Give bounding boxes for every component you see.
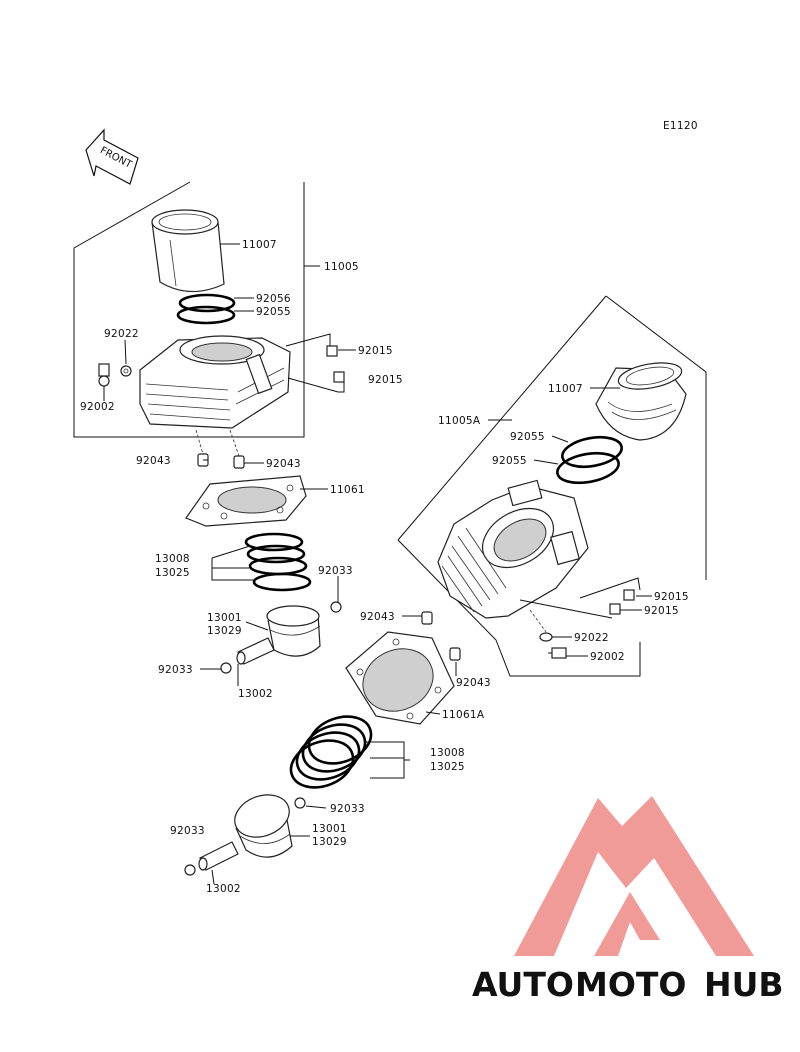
piston-rings-front: [289, 715, 373, 789]
label-92015-front-2: 92015: [644, 605, 679, 617]
label-13025-front: 13025: [430, 761, 465, 773]
label-92033-front-2: 92033: [170, 825, 205, 837]
label-92015-rear-2: 92015: [368, 374, 403, 386]
label-92043-rear-2: 92043: [266, 458, 301, 470]
brand-hub: HUB: [704, 965, 784, 1004]
brand-auto: AUTO: [472, 965, 574, 1004]
label-13008-rear: 13008: [155, 553, 190, 565]
bolt-front: [548, 647, 567, 659]
label-13002-front: 13002: [206, 883, 241, 895]
label-92043-front-1: 92043: [360, 611, 395, 623]
label-11061: 11061: [330, 484, 365, 496]
piston-front: [234, 794, 293, 858]
base-gasket-front: [345, 631, 455, 725]
label-92056: 92056: [256, 293, 291, 305]
label-92055-front-1: 92055: [510, 431, 545, 443]
label-13002-rear: 13002: [238, 688, 273, 700]
label-13001-rear: 13001: [207, 612, 242, 624]
label-13001-front: 13001: [312, 823, 347, 835]
plug-front-1: [623, 589, 635, 601]
plug-rear-1: [326, 345, 338, 357]
label-92033-rear-2: 92033: [158, 664, 193, 676]
label-92043-rear-1: 92043: [136, 455, 171, 467]
plug-rear-2: [333, 371, 345, 383]
base-gasket-rear: [185, 475, 307, 527]
label-92055-front-2: 92055: [492, 455, 527, 467]
label-13029-front: 13029: [312, 836, 347, 848]
brand-moto: MOTO: [575, 965, 686, 1004]
label-11007-front: 11007: [548, 383, 583, 395]
piston-rear: [266, 605, 321, 657]
label-11005A: 11005A: [438, 415, 481, 427]
circlip-rear-1: [330, 601, 342, 613]
dowel-pin-rear-2: [233, 455, 245, 469]
cylinder-liner-front: [595, 362, 687, 441]
label-92043-front-2: 92043: [456, 677, 491, 689]
cylinder-block-rear: [139, 335, 291, 429]
dowel-pin-front-2: [449, 647, 461, 661]
front-arrow-icon: FRONT: [85, 128, 139, 185]
washer-front: [539, 632, 553, 642]
label-13025-rear: 13025: [155, 567, 190, 579]
piston-rings-rear: [244, 532, 312, 592]
label-13008-front: 13008: [430, 747, 465, 759]
leader-lines: [103, 243, 652, 885]
diagram-code: E1120: [663, 120, 698, 132]
label-13029-rear: 13029: [207, 625, 242, 637]
circlip-front-2: [184, 864, 196, 876]
label-92033-rear-1: 92033: [318, 565, 353, 577]
label-92015-front-1: 92015: [654, 591, 689, 603]
rear-cylinder-group-outline: [73, 181, 320, 438]
circlip-rear-2: [220, 662, 232, 674]
brand-wordmark: AUTO MOTO HUB: [472, 965, 784, 1004]
label-92022-rear: 92022: [104, 328, 139, 340]
label-92022-front: 92022: [574, 632, 609, 644]
cylinder-liner-rear: [151, 209, 225, 293]
plug-front-2: [609, 603, 621, 615]
label-92055-rear: 92055: [256, 306, 291, 318]
o-rings-front: [556, 435, 623, 485]
part-labels: 11007 11005 92056 92055 92022 92002 9201…: [80, 239, 689, 895]
label-92033-front-1: 92033: [330, 803, 365, 815]
cylinder-block-front: [437, 479, 589, 619]
bolt-rear: [98, 363, 110, 398]
front-cylinder-group-outline: [397, 295, 707, 677]
dowel-pin-front-1: [421, 611, 433, 625]
label-92002-rear: 92002: [80, 401, 115, 413]
label-11005: 11005: [324, 261, 359, 273]
label-11007-rear: 11007: [242, 239, 277, 251]
washer-rear: [120, 365, 132, 377]
brand-logo-icon: [514, 796, 754, 956]
label-92015-rear-1: 92015: [358, 345, 393, 357]
label-11061A: 11061A: [442, 709, 485, 721]
o-rings-rear: [176, 293, 236, 325]
piston-pin-front: [198, 841, 239, 871]
label-92002-front: 92002: [590, 651, 625, 663]
circlip-front-1: [294, 797, 306, 809]
piston-pin-rear: [236, 637, 275, 665]
